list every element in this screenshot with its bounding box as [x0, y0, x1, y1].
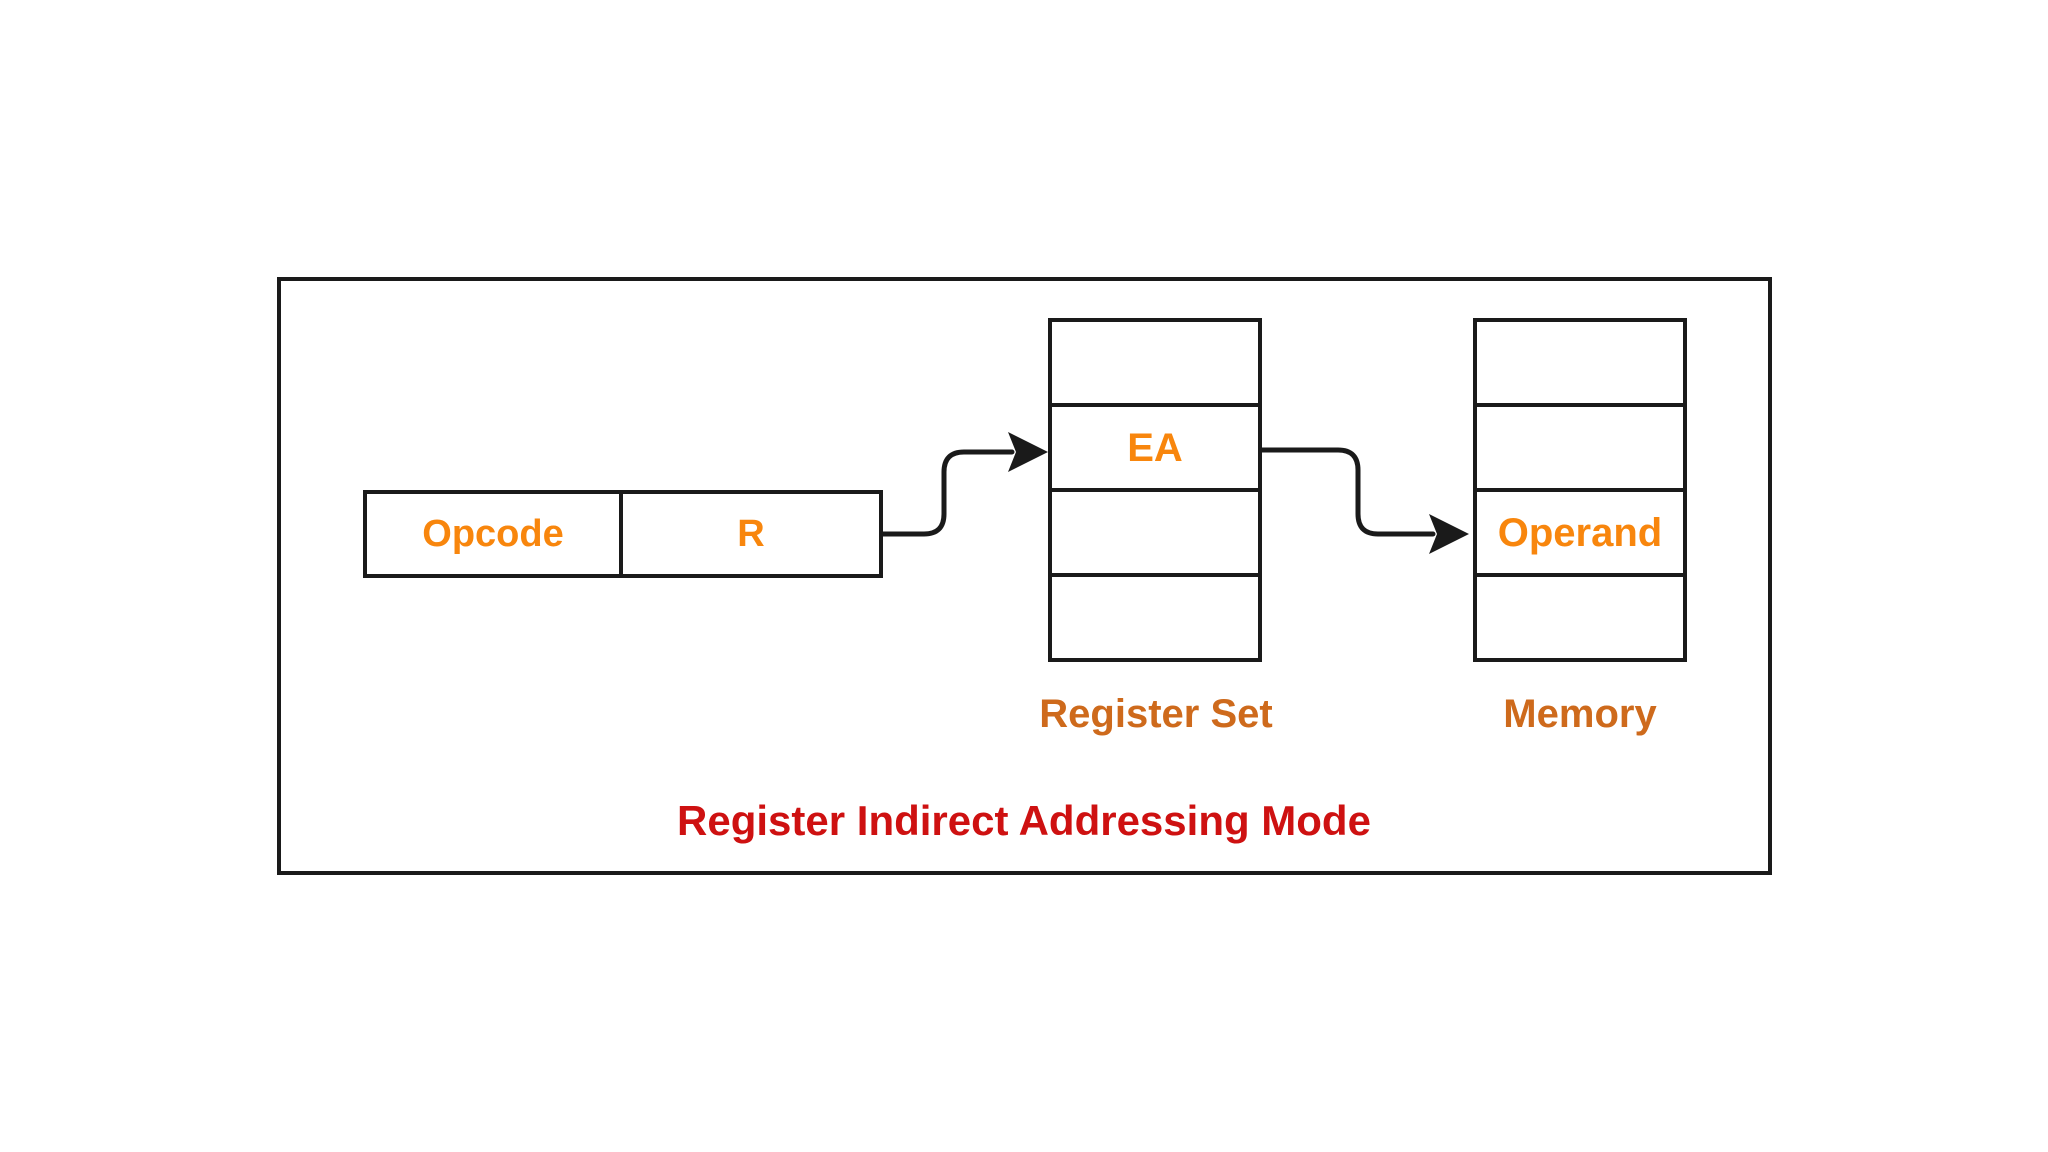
- opcode-label: Opcode: [422, 513, 564, 555]
- register-field-cell: R: [619, 490, 883, 578]
- memory-cell-1: [1477, 407, 1683, 492]
- memory-cell-3: [1477, 577, 1683, 658]
- diagram-title: Register Indirect Addressing Mode: [677, 797, 1371, 844]
- register-cell-3: [1052, 577, 1258, 658]
- memory-cell-0: [1477, 322, 1683, 407]
- register-cell-2: [1052, 492, 1258, 577]
- register-field-label: R: [737, 513, 765, 555]
- register-cell-ea: EA: [1052, 407, 1258, 492]
- memory-label: Memory: [1503, 692, 1657, 736]
- register-set-stack: EA: [1048, 318, 1262, 662]
- memory-cell-operand: Operand: [1477, 492, 1683, 577]
- register-cell-0: [1052, 322, 1258, 407]
- opcode-cell: Opcode: [363, 490, 623, 578]
- register-set-label: Register Set: [1039, 692, 1273, 736]
- instruction-box: Opcode R: [363, 490, 883, 578]
- memory-stack: Operand: [1473, 318, 1687, 662]
